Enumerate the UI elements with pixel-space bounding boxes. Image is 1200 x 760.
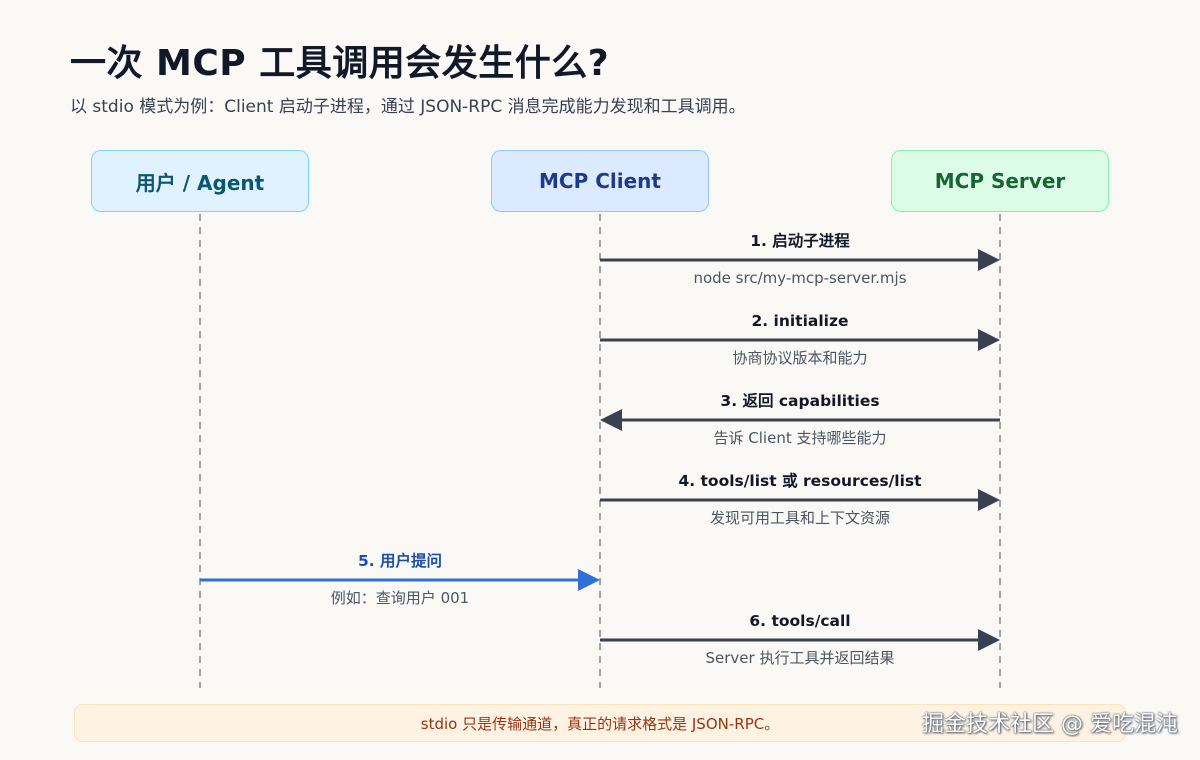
message-detail: 发现可用工具和上下文资源 [710,509,890,527]
page-subtitle: 以 stdio 模式为例：Client 启动子进程，通过 JSON-RPC 消息… [70,97,746,117]
watermark: 掘金技术社区 @ 爱吃混沌 [922,712,1178,737]
message-detail: 告诉 Client 支持哪些能力 [714,429,887,447]
message-detail: Server 执行工具并返回结果 [706,649,895,667]
message-detail: node src/my-mcp-server.mjs [693,269,906,287]
arrowhead [600,409,622,431]
actor-mcp-server: MCP Server [891,150,1109,212]
message-label: 3. 返回 capabilities [720,391,879,410]
arrowhead [978,489,1000,511]
message-label: 5. 用户提问 [358,551,442,570]
arrowhead [978,249,1000,271]
actor-user-agent: 用户 / Agent [91,150,309,212]
arrowhead [978,329,1000,351]
page-title: 一次 MCP 工具调用会发生什么? [70,43,610,84]
sequence-diagram: 1. 启动子进程 node src/my-mcp-server.mjs 2. ini… [199,214,1001,688]
message-label: 6. tools/call [749,612,850,630]
transport-note: stdio 只是传输通道，真正的请求格式是 JSON-RPC。 [74,704,1126,742]
message-label: 2. initialize [751,312,848,330]
message-label: 1. 启动子进程 [750,231,850,250]
message-detail: 例如：查询用户 001 [331,589,469,607]
transport-note-text: stdio 只是传输通道，真正的请求格式是 JSON-RPC。 [420,714,780,733]
message-4: 4. tools/list 或 resources/list 发现可用工具和上下文… [600,471,1000,527]
message-2: 2. initialize 协商协议版本和能力 [600,312,1000,367]
message-detail: 协商协议版本和能力 [732,349,867,367]
message-1: 1. 启动子进程 node src/my-mcp-server.mjs [600,231,1000,287]
message-3: 3. 返回 capabilities 告诉 Client 支持哪些能力 [600,391,1000,447]
arrowhead [978,629,1000,651]
lifelines [199,214,1001,688]
message-arrows: 1. 启动子进程 node src/my-mcp-server.mjs 2. ini… [200,231,1000,667]
message-label: 4. tools/list 或 resources/list [678,471,922,490]
actor-mcp-client: MCP Client [491,150,709,212]
arrowhead [578,569,600,591]
